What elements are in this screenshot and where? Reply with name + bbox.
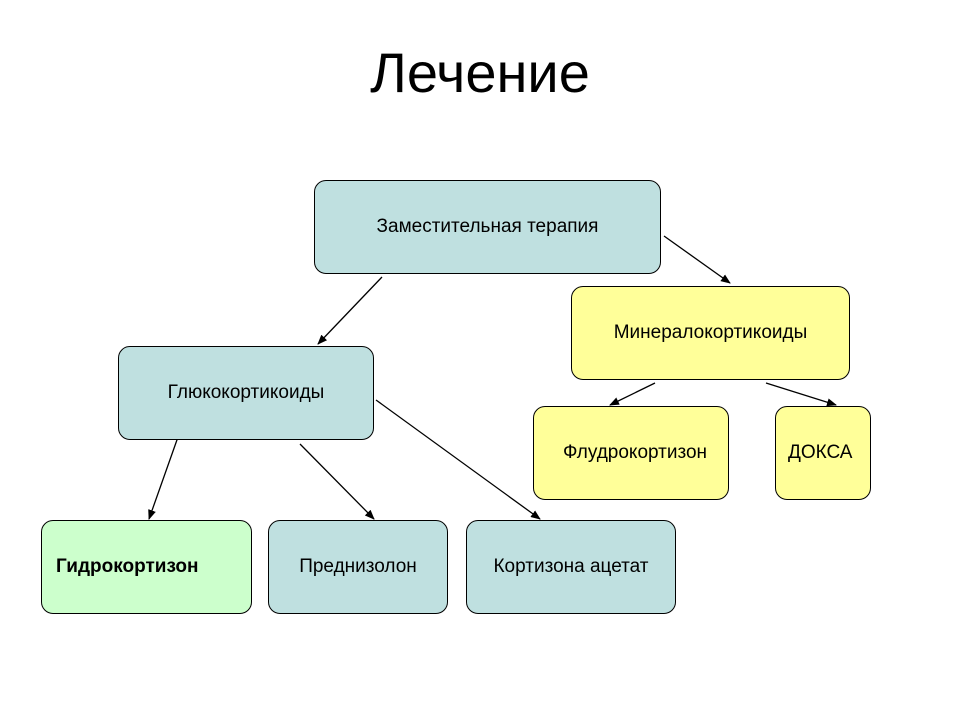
arrow-glucocorticoids-to-prednisolone: [299, 443, 375, 520]
node-hydrocortisone: Гидрокортизон: [41, 520, 252, 614]
arrow-mineralocorticoids-to-fludrocortisone: [609, 382, 656, 406]
node-doxa-label: ДОКСА: [788, 442, 853, 463]
node-glucocorticoids: Глюкокортикоиды: [118, 346, 374, 440]
node-mineralocorticoids: Минералокортикоиды: [571, 286, 850, 380]
node-prednisolone: Преднизолон: [268, 520, 448, 614]
node-glucocorticoids-label: Глюкокортикоиды: [167, 382, 325, 403]
arrow-root-to-mineralocorticoids: [663, 235, 731, 284]
node-cortisone-acetate: Кортизона ацетат: [466, 520, 676, 614]
node-replacement-therapy: Заместительная терапия: [314, 180, 661, 274]
arrow-glucocorticoids-to-cortisone-acetate: [375, 399, 541, 520]
arrow-root-to-glucocorticoids: [317, 276, 383, 345]
node-replacement-therapy-label: Заместительная терапия: [376, 216, 599, 237]
node-mineralocorticoids-label: Минералокортикоиды: [613, 322, 808, 343]
arrow-glucocorticoids-to-hydrocortisone: [148, 436, 179, 520]
node-doxa: ДОКСА: [775, 406, 871, 500]
node-cortisone-acetate-label: Кортизона ацетат: [493, 556, 649, 577]
arrow-mineralocorticoids-to-doxa: [765, 382, 837, 407]
node-fludrocortisone: Флудрокортизон: [533, 406, 729, 500]
node-hydrocortisone-label: Гидрокортизон: [56, 556, 199, 577]
page-title: Лечение: [370, 41, 590, 104]
node-prednisolone-label: Преднизолон: [299, 556, 417, 577]
node-fludrocortisone-label: Флудрокортизон: [562, 442, 708, 463]
